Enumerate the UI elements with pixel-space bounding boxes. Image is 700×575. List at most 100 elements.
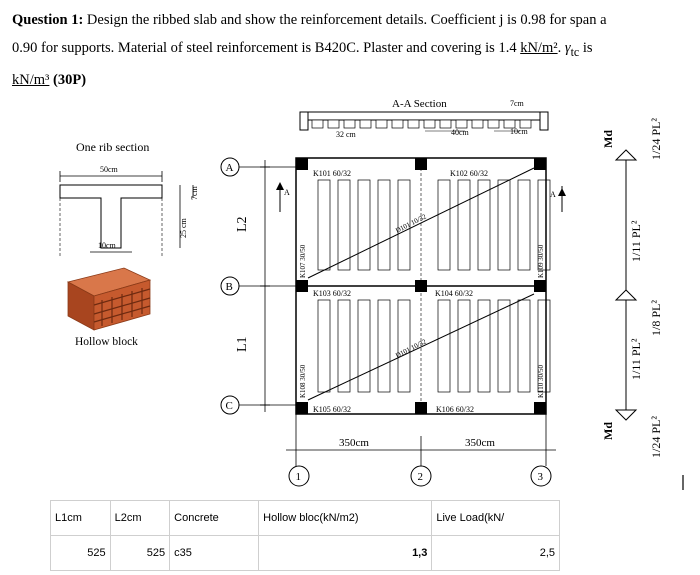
header-l2: L2cm: [109, 500, 171, 536]
aa-section: A-A Section 32 cm 40cm 7cm 10cm: [299, 98, 549, 139]
question-line-3: kN/m³ (30P): [12, 71, 87, 88]
hollow-block-rib: [377, 299, 391, 393]
cell-l2: 525: [109, 535, 171, 571]
aa-block: [439, 119, 452, 129]
rib-depth-total: 25 cm: [179, 217, 188, 238]
aa-block: [519, 119, 532, 129]
hollow-block-rib: [497, 299, 511, 393]
md-label-bottom: Md: [601, 422, 615, 440]
column-k107: K107 30/50: [299, 244, 307, 278]
hollow-block-rib: [537, 179, 551, 271]
hollow-block-rib: [437, 299, 451, 393]
moment-c11-top: 1/11 PL²: [629, 220, 643, 262]
row-axes: A B C L2 L1: [220, 157, 296, 415]
cell-concrete: c35: [169, 535, 260, 571]
aa-block: [471, 119, 484, 129]
rib-bottom-width: 10cm: [98, 241, 117, 250]
span-l1-label: L1: [235, 336, 250, 352]
cell-l1: 525: [50, 535, 111, 571]
hollow-block-rib: [357, 179, 371, 271]
cell-hollow-bloc: 1,3: [258, 535, 433, 571]
aa-block: [487, 119, 500, 129]
aa-block: [391, 119, 404, 129]
cell-live-load: 2,5: [431, 535, 560, 571]
column-k110: K110 30/50: [537, 365, 545, 398]
rib-top-width: 50cm: [100, 165, 119, 174]
column-k108: K108 30/50: [299, 364, 307, 398]
axis-a-label: A: [226, 162, 234, 174]
span-h-2: 350cm: [465, 437, 495, 449]
hollow-block-rib: [377, 179, 391, 271]
rib-section-title: One rib section: [76, 140, 149, 154]
header-l1: L1cm: [50, 500, 111, 536]
aa-dim-rib: 32 cm: [336, 130, 357, 139]
hollow-block-rib: [437, 179, 451, 271]
hollow-block-rib: [357, 299, 371, 393]
md-label-top: Md: [601, 130, 615, 148]
question-line-2: 0.90 for supports. Material of steel rei…: [12, 40, 593, 59]
aa-block: [311, 119, 324, 129]
question-label: Question 1:: [12, 12, 84, 28]
engineering-drawing: One rib section 50cm 10cm 25 cm 7cm Holl…: [59, 98, 684, 490]
axis-2-label: 2: [418, 471, 424, 483]
aa-block: [407, 119, 420, 129]
question-text: Question 1: Design the ribbed slab and s…: [12, 6, 692, 94]
hollow-block-rib: [517, 299, 531, 393]
moment-c11-bottom: 1/11 PL²: [629, 338, 643, 380]
hollow-block-rib: [337, 179, 351, 271]
table-header-row: L1cm L2cm Concrete Hollow bloc(kN/m2) Li…: [50, 500, 560, 536]
hollow-block-rib: [457, 299, 471, 393]
hollow-block-rib: [337, 299, 351, 393]
span-h-1: 350cm: [339, 437, 369, 449]
hollow-block-rib: [397, 299, 411, 393]
aa-block: [359, 119, 372, 129]
moment-c24-bottom: 1/24 PL²: [649, 416, 663, 458]
beam-k102: K102 60/32: [450, 169, 488, 178]
aa-dim-top: 7cm: [510, 99, 525, 108]
hollow-block-label: Hollow block: [75, 336, 138, 348]
beam-k101: K101 60/32: [313, 169, 351, 178]
parameters-table: L1cm L2cm Concrete Hollow bloc(kN/m2) Li…: [50, 500, 560, 571]
column-k109: K109 30/50: [537, 244, 545, 278]
section-mark-left: A: [284, 188, 290, 197]
moment-diagram: Md Md 1/24 PL² 1/11 PL² 1/8 PL² 1/11 PL²…: [601, 118, 663, 458]
hollow-block-rib: [397, 179, 411, 271]
hollow-block-rib: [457, 179, 471, 271]
hollow-block-rib: [517, 179, 531, 271]
aa-block: [327, 119, 340, 129]
beam-k104: K104 60/32: [435, 289, 473, 298]
section-mark-right: A: [550, 190, 556, 199]
axis-b-label: B: [226, 281, 233, 293]
aa-block: [375, 119, 388, 129]
aa-block: [343, 119, 356, 129]
beam-k105: K105 60/32: [313, 405, 351, 414]
aa-section-title: A-A Section: [392, 98, 447, 110]
beam-k106: K106 60/32: [436, 405, 474, 414]
question-line-1: Question 1: Design the ribbed slab and s…: [12, 12, 607, 28]
axis-c-label: C: [226, 400, 233, 412]
axis-1-label: 1: [296, 471, 302, 483]
hollow-block-rib: [477, 299, 491, 393]
beam-k103: K103 60/32: [313, 289, 351, 298]
rib-t-section: [59, 184, 163, 249]
hollow-block-image: [66, 267, 152, 331]
moment-c24-top: 1/24 PL²: [649, 118, 663, 160]
moment-c8: 1/8 PL²: [649, 300, 663, 336]
floor-plan: K101 60/32 K102 60/32 K103 60/32 K104 60…: [276, 157, 566, 415]
aa-dim-block: 40cm: [451, 128, 470, 137]
hollow-block-rib: [537, 299, 551, 393]
aa-block: [455, 119, 468, 129]
hollow-block-rib: [477, 179, 491, 271]
aa-block: [423, 119, 436, 129]
axis-3-label: 3: [538, 471, 544, 483]
header-hollow-bloc: Hollow bloc(kN/m2): [258, 500, 433, 536]
header-concrete: Concrete: [169, 500, 260, 536]
column-axes: 350cm 350cm 1 2 3: [286, 414, 556, 487]
span-l2-label: L2: [235, 216, 250, 232]
hollow-block-rib: [497, 179, 511, 271]
rib-depth-top: 7cm: [190, 185, 199, 200]
header-live-load: Live Load(kN/: [431, 500, 560, 536]
aa-block: [503, 119, 516, 129]
aa-dim-web: 10cm: [510, 127, 529, 136]
table-row: 525 525 c35 1,3 2,5: [50, 535, 560, 571]
